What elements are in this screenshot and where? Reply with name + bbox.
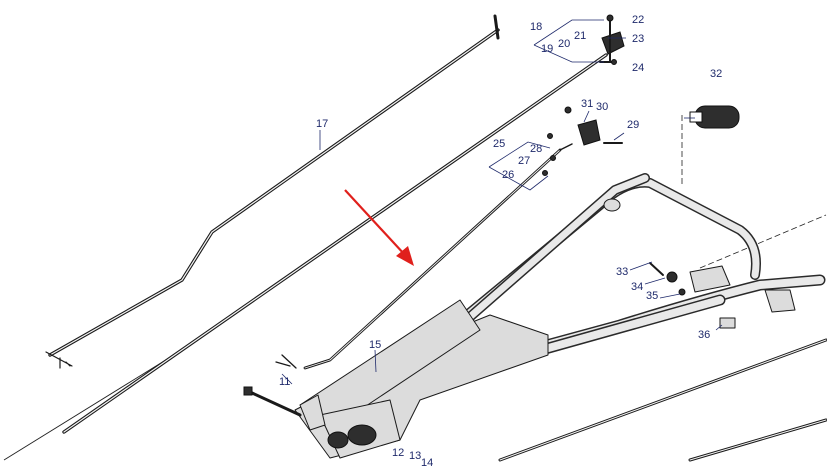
- callout-34: 34: [631, 281, 643, 293]
- callout-31: 31: [581, 98, 593, 110]
- callout-24: 24: [632, 62, 644, 74]
- lower-rods: [498, 338, 827, 462]
- callout-36: 36: [698, 329, 710, 341]
- callout-25: 25: [493, 138, 505, 150]
- callout-22: 22: [632, 14, 644, 26]
- hardware-25: [542, 133, 573, 176]
- callout-19: 19: [541, 43, 553, 55]
- callout-15: 15: [369, 339, 381, 351]
- callout-14: 14: [421, 457, 433, 467]
- leader-lines: [281, 19, 723, 385]
- callout-13: 13: [409, 450, 421, 462]
- callout-26: 26: [502, 169, 514, 181]
- callout-21: 21: [574, 30, 586, 42]
- rod-17: [45, 14, 500, 369]
- callout-28: 28: [530, 143, 542, 155]
- callout-18: 18: [530, 21, 542, 33]
- callout-17: 17: [316, 118, 328, 130]
- callout-11: 11: [279, 376, 290, 388]
- callout-32: 32: [710, 68, 722, 80]
- callout-33: 33: [616, 266, 628, 278]
- callout-30: 30: [596, 101, 608, 113]
- callout-23: 23: [632, 33, 644, 45]
- callout-12: 12: [392, 447, 404, 459]
- lever-30: [564, 106, 623, 146]
- grip-32: [689, 105, 740, 129]
- callout-20: 20: [558, 38, 570, 50]
- cable-26: [275, 148, 562, 370]
- control-box-34: [649, 262, 736, 329]
- callout-27: 27: [518, 155, 530, 167]
- callout-labels: 17 18 19 20 21 22 23 24 25 26 27 28 29 3…: [279, 14, 722, 469]
- bolt-11: [243, 386, 302, 417]
- indicator-arrow: [344, 189, 414, 266]
- lever-21: [599, 14, 625, 65]
- callout-29: 29: [627, 119, 639, 131]
- cable-19: [62, 53, 608, 434]
- callout-35: 35: [646, 290, 658, 302]
- body-15: [294, 299, 549, 459]
- centre-line: [681, 115, 827, 269]
